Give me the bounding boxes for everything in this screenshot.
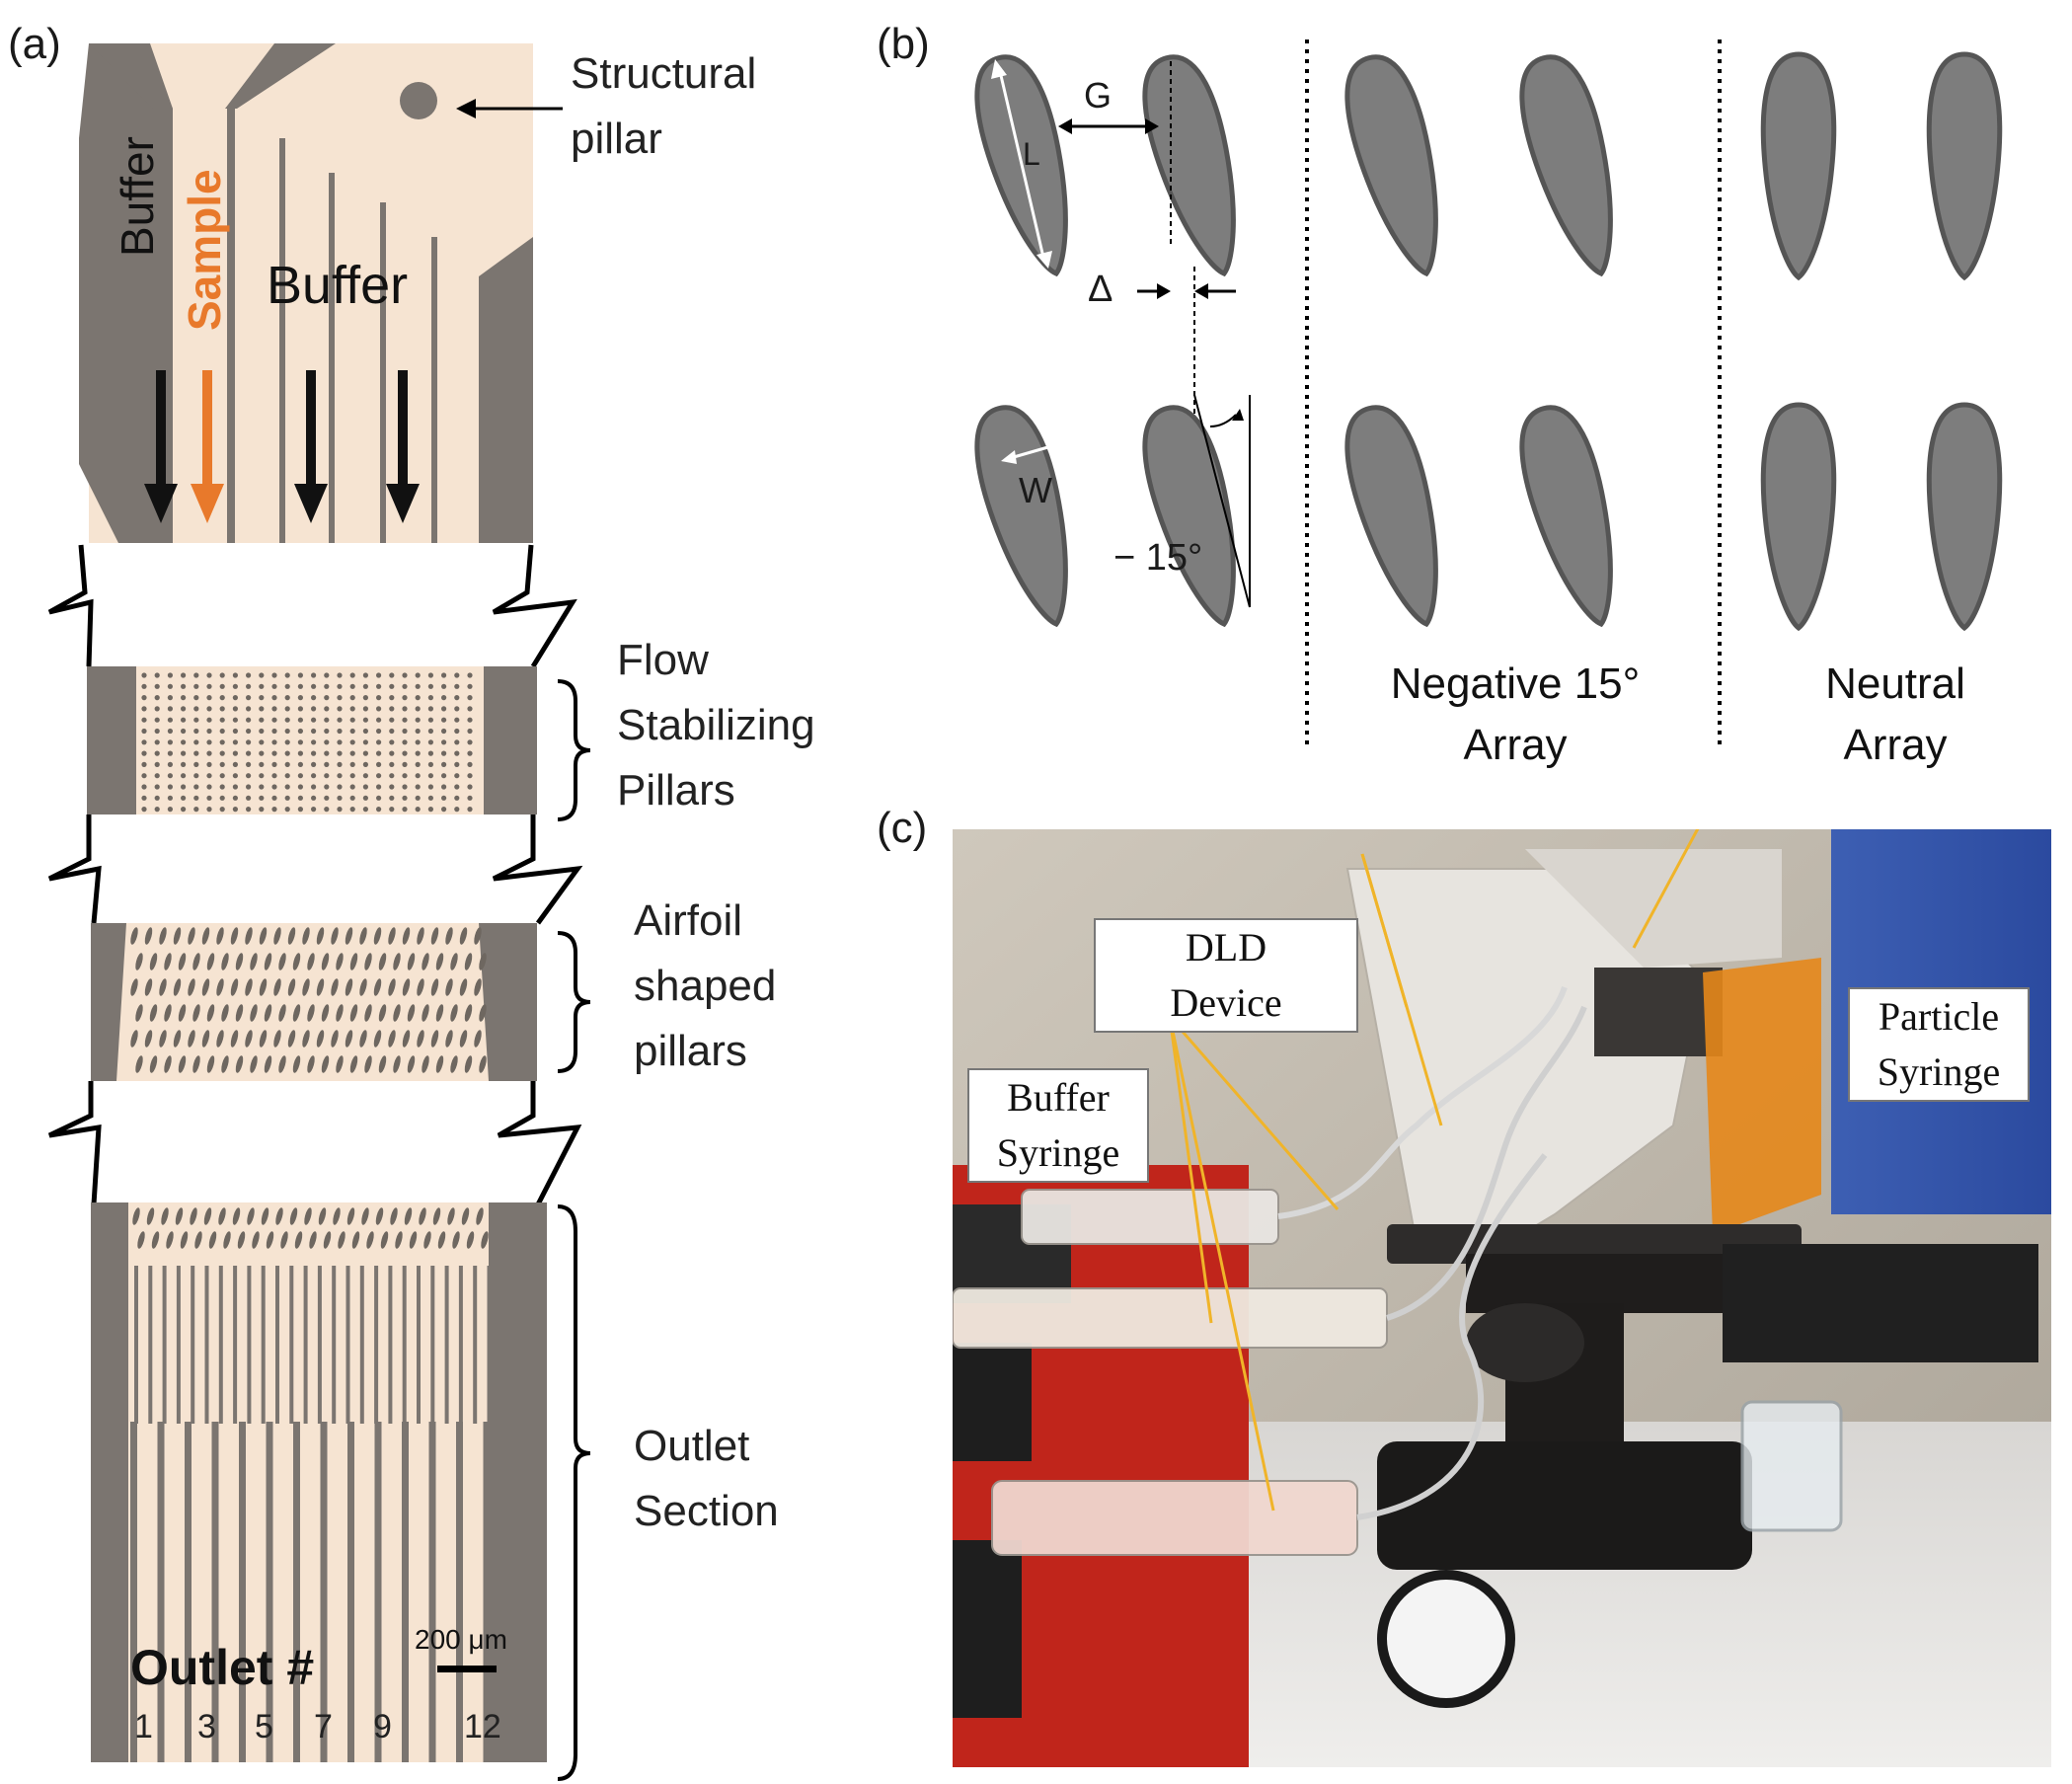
callout-structural-pillar: Structural pillar	[571, 41, 757, 172]
outlet-number: 1	[134, 1708, 153, 1745]
buffer-left-label: Buffer	[112, 136, 163, 257]
syringe-bottom	[991, 1480, 1358, 1556]
structural-pillar	[400, 82, 437, 119]
outlet-number: 12	[464, 1708, 501, 1745]
array-label-line: Negative 15°	[1390, 659, 1641, 708]
outlet-number: 3	[197, 1708, 216, 1745]
outlet-number: 7	[314, 1708, 333, 1745]
callout-outlet-section: Outlet Section	[634, 1414, 779, 1544]
callout-line: pillars	[634, 1027, 747, 1075]
callout-line: Pillars	[617, 766, 735, 814]
microscope-base	[1377, 1441, 1752, 1570]
airfoil-pillar-shapes	[974, 51, 2003, 632]
label-line: Particle	[1878, 994, 2000, 1039]
array-label-line: Array	[1843, 721, 1948, 769]
array-label-line: Array	[1463, 721, 1568, 769]
callout-line: pillar	[571, 115, 662, 163]
label-line: Device	[1170, 980, 1282, 1025]
syringe-top	[1021, 1189, 1279, 1245]
callout-line: Outlet	[634, 1422, 750, 1470]
scale-bar-label: 200 μm	[415, 1624, 507, 1655]
panel-label-b: (b)	[877, 20, 930, 68]
device-schematic-svg	[47, 43, 591, 1781]
inlet-funnel-right	[225, 43, 336, 109]
syringe-middle	[953, 1287, 1388, 1349]
panel-b-pillar-arrays	[869, 0, 2072, 790]
panel-label-c: (c)	[877, 804, 928, 852]
pressure-gauge	[1377, 1570, 1515, 1708]
airfoil-pillars	[130, 927, 487, 1073]
callout-line: shaped	[634, 962, 777, 1010]
inlet-right-wall	[479, 237, 533, 543]
callout-line: Stabilizing	[617, 701, 815, 749]
sample-label: Sample	[179, 169, 230, 331]
outlet-number-label: Outlet #	[130, 1640, 315, 1695]
label-line: DLD	[1185, 925, 1267, 970]
dim-label-g: G	[1084, 75, 1113, 116]
label-negative-array: Negative 15° Array	[1352, 654, 1678, 776]
callout-flow-stabilizing: Flow Stabilizing Pillars	[617, 628, 815, 823]
outlet-numbers: 1 3 5 7 9 12	[0, 1708, 869, 1757]
label-line: Syringe	[996, 1130, 1120, 1175]
panel-a-device-schematic	[0, 0, 869, 1784]
callout-airfoil: Airfoil shaped pillars	[634, 889, 777, 1084]
scale-bar	[437, 1666, 497, 1672]
outlet-number: 9	[373, 1708, 392, 1745]
array-label-line: Neutral	[1825, 659, 1965, 708]
outlet-channels	[130, 1266, 492, 1762]
label-particle-syringe: Particle Syringe	[1848, 987, 2030, 1102]
dim-label-delta: Δ	[1088, 269, 1113, 310]
label-dld-device: DLD Device	[1094, 918, 1358, 1033]
label-neutral-array: Neutral Array	[1747, 654, 2043, 776]
callout-line: Airfoil	[634, 896, 743, 945]
panel-label-a: (a)	[8, 20, 61, 68]
label-buffer-syringe: Buffer Syringe	[967, 1068, 1149, 1183]
beaker	[1740, 1400, 1843, 1532]
flow-stabilizing-pillars	[141, 672, 473, 813]
callout-line: Flow	[617, 636, 709, 684]
dim-label-w: W	[1019, 470, 1052, 510]
orange-shield	[1703, 958, 1821, 1234]
dim-label-angle: − 15°	[1113, 537, 1203, 579]
label-line: Syringe	[1877, 1049, 2001, 1094]
buffer-right-label: Buffer	[267, 256, 409, 315]
label-line: Buffer	[1007, 1075, 1110, 1120]
dim-label-l: L	[1023, 136, 1040, 172]
outlet-number: 5	[255, 1708, 273, 1745]
pillar-arrays-svg	[974, 39, 2003, 750]
callout-line: Structural	[571, 49, 757, 98]
airfoil-region	[91, 923, 537, 1081]
keyboard	[1723, 1244, 2038, 1362]
callout-line: Section	[634, 1487, 779, 1535]
